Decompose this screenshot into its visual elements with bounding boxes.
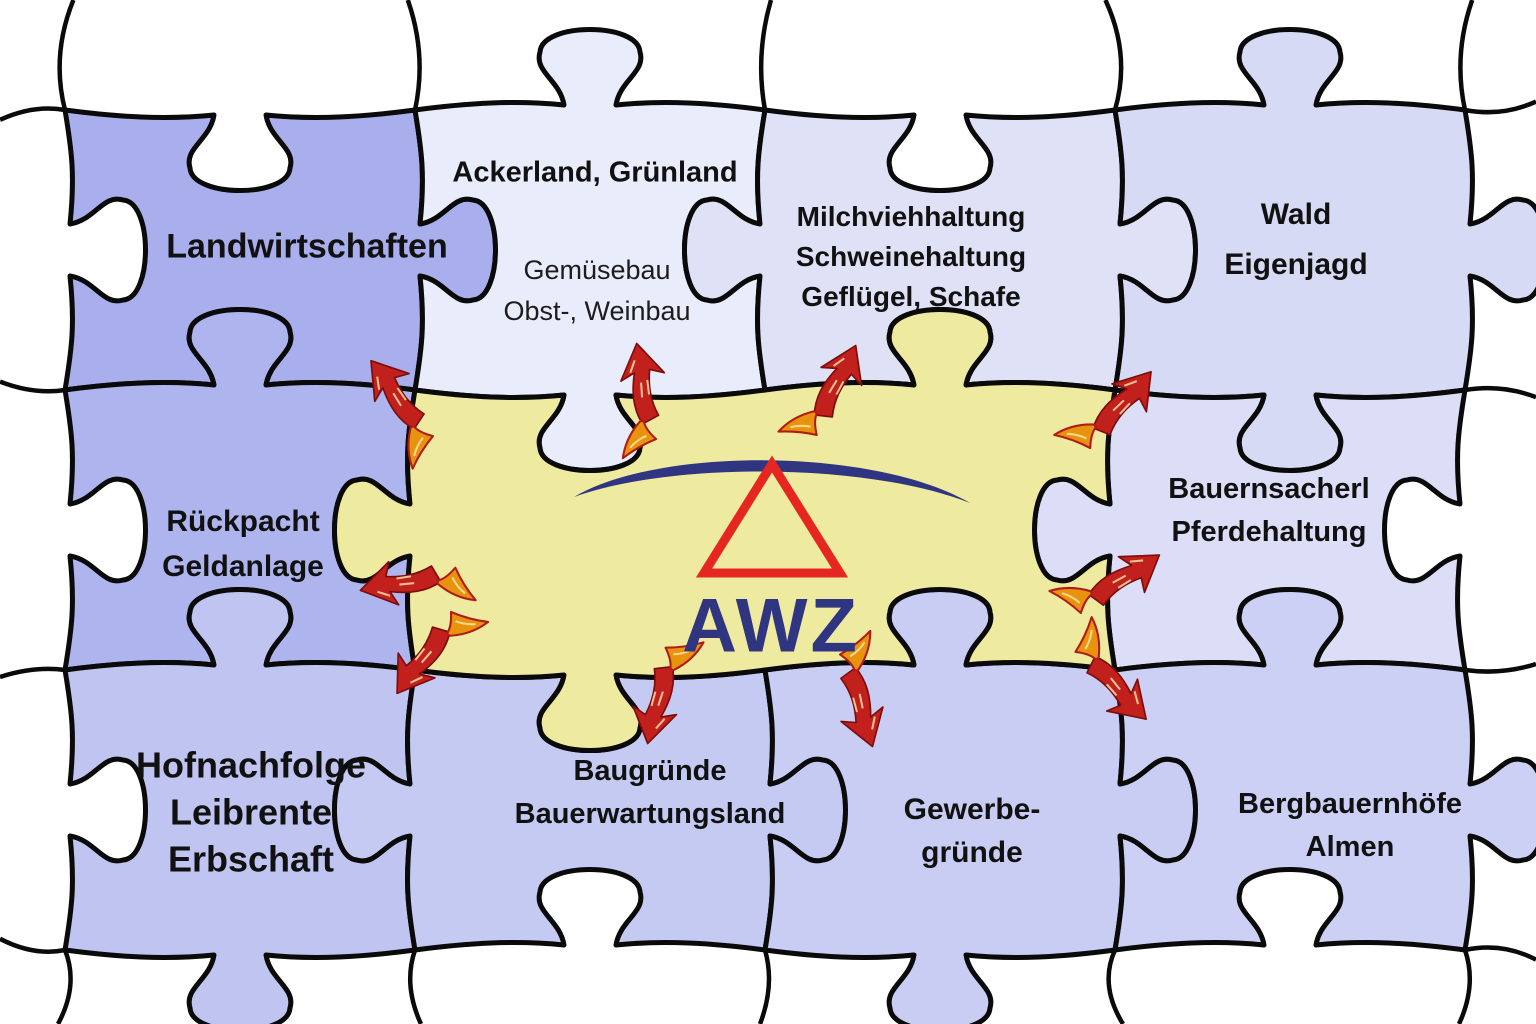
puzzle-grid-line xyxy=(0,379,66,394)
puzzle-grid-line xyxy=(1464,945,1536,962)
puzzle-grid-line xyxy=(1458,0,1475,111)
puzzle-grid-line xyxy=(57,0,76,111)
puzzle-grid-line xyxy=(757,949,772,1024)
awz-triangle-icon xyxy=(695,455,849,578)
puzzle-grid-line xyxy=(0,666,66,680)
puzzle-grid-line xyxy=(56,949,73,1024)
puzzle-grid-line xyxy=(1464,661,1536,674)
puzzle-grid-line xyxy=(405,0,422,111)
puzzle-grid-line xyxy=(408,949,424,1024)
awz-swoosh-icon xyxy=(574,460,970,503)
puzzle-grid-line xyxy=(1464,99,1536,115)
puzzle-grid-line xyxy=(1106,949,1125,1024)
puzzle-grid-line xyxy=(0,936,66,954)
puzzle-grid-line xyxy=(0,106,66,122)
puzzle-grid-line xyxy=(1456,949,1472,1024)
puzzle-grid-line xyxy=(1464,385,1536,400)
puzzle-grid-line xyxy=(1103,0,1124,111)
puzzle-grid-line xyxy=(758,0,774,111)
puzzle-piece-bergbauernhoefe xyxy=(1112,587,1536,953)
